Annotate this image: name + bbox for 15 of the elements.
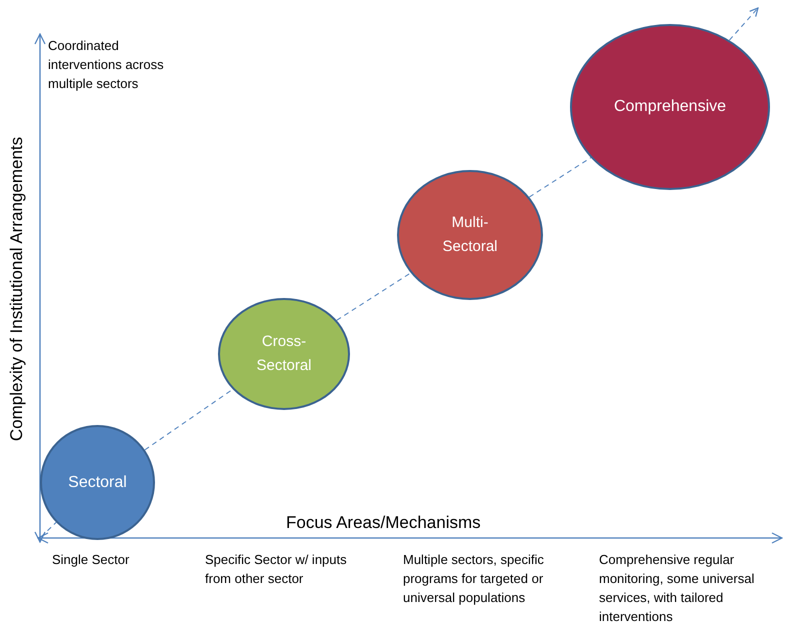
axis-tick-label: Specific Sector w/ inputs from other sector	[205, 551, 348, 588]
axis-note: Coordinated interventions across multiple sectors	[48, 37, 165, 93]
stage-label: Comprehensive	[614, 97, 726, 117]
dashed-trend-line	[728, 7, 759, 41]
dashed-trend-line	[40, 522, 57, 538]
stage-label: Multi-Sectoral	[441, 213, 499, 257]
stage-label: Cross-Sectoral	[255, 332, 313, 376]
dashed-trend-line	[144, 388, 234, 450]
axis-tick-label: Single Sector	[52, 551, 130, 569]
dashed-trend-line	[336, 272, 412, 321]
axis-title: Focus Areas/Mechanisms	[286, 512, 481, 534]
axis-tick-label: Comprehensive regular monitoring, some universal services, with tailored interventions	[599, 551, 756, 624]
stage-label: Sectoral	[68, 472, 127, 492]
axis-title: Complexity of Institutional Arrangements	[6, 136, 27, 444]
axis-tick-label: Multiple sectors, specific programs for targeted or universal populations	[403, 551, 545, 607]
